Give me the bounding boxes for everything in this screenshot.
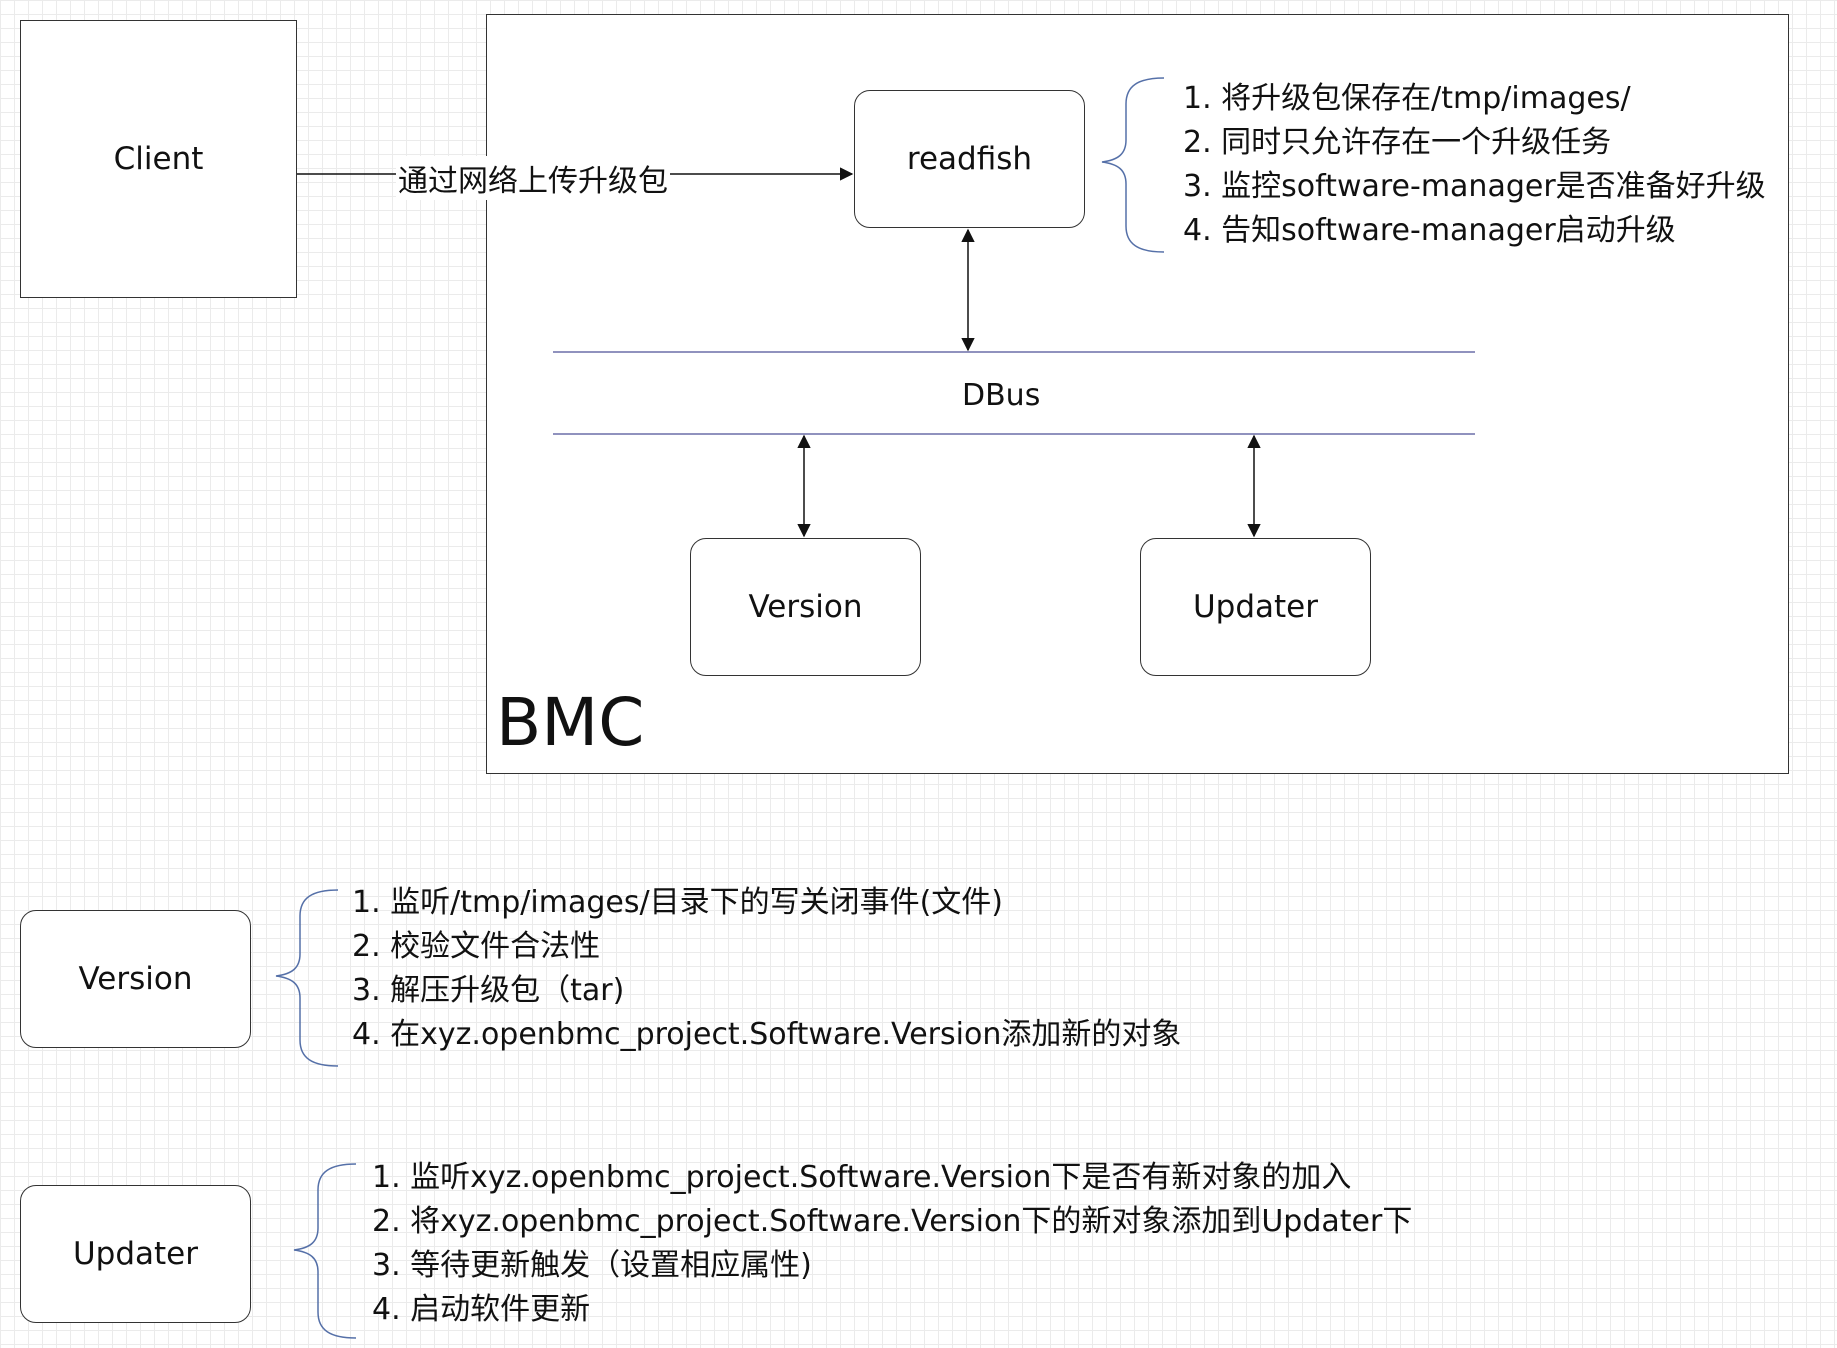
dbus-label: DBus: [962, 378, 1041, 413]
updater-label: Updater: [1192, 589, 1318, 625]
legend-updater-box[interactable]: Updater: [20, 1185, 251, 1323]
readfish-notes-brace: [1101, 77, 1165, 253]
version-note: 2. 校验文件合法性: [352, 929, 601, 964]
version-box[interactable]: Version: [690, 538, 921, 676]
updater-notes-brace: [293, 1163, 357, 1339]
legend-version-label: Version: [78, 961, 193, 997]
client-label: Client: [113, 141, 204, 177]
updater-note: 1. 监听xyz.openbmc_project.Software.Versio…: [372, 1160, 1352, 1195]
readfish-label: readfish: [906, 141, 1033, 177]
version-note: 1. 监听/tmp/images/目录下的写关闭事件(文件): [352, 885, 1003, 920]
readfish-box[interactable]: readfish: [854, 90, 1085, 228]
legend-version-box[interactable]: Version: [20, 910, 251, 1048]
updater-notes: 1. 监听xyz.openbmc_project.Software.Versio…: [372, 1156, 1412, 1332]
readfish-note: 2. 同时只允许存在一个升级任务: [1183, 125, 1612, 160]
version-notes: 1. 监听/tmp/images/目录下的写关闭事件(文件) 2. 校验文件合法…: [352, 881, 1181, 1057]
version-label: Version: [748, 589, 863, 625]
readfish-note: 4. 告知software-manager启动升级: [1183, 213, 1676, 248]
client-box[interactable]: Client: [20, 20, 297, 298]
updater-note: 4. 启动软件更新: [372, 1292, 591, 1327]
version-notes-brace: [275, 889, 339, 1067]
updater-note: 2. 将xyz.openbmc_project.Software.Version…: [372, 1204, 1413, 1239]
client-to-readfish-label: 通过网络上传升级包: [396, 156, 670, 200]
readfish-notes: 1. 将升级包保存在/tmp/images/ 2. 同时只允许存在一个升级任务 …: [1183, 77, 1766, 253]
readfish-note: 1. 将升级包保存在/tmp/images/: [1183, 81, 1631, 116]
readfish-note: 3. 监控software-manager是否准备好升级: [1183, 169, 1766, 204]
legend-updater-label: Updater: [72, 1236, 198, 1272]
bmc-label: BMC: [496, 684, 645, 761]
version-note: 3. 解压升级包（tar): [352, 973, 625, 1008]
updater-box[interactable]: Updater: [1140, 538, 1371, 676]
version-note: 4. 在xyz.openbmc_project.Software.Version…: [352, 1017, 1182, 1052]
updater-note: 3. 等待更新触发（设置相应属性): [372, 1248, 812, 1283]
